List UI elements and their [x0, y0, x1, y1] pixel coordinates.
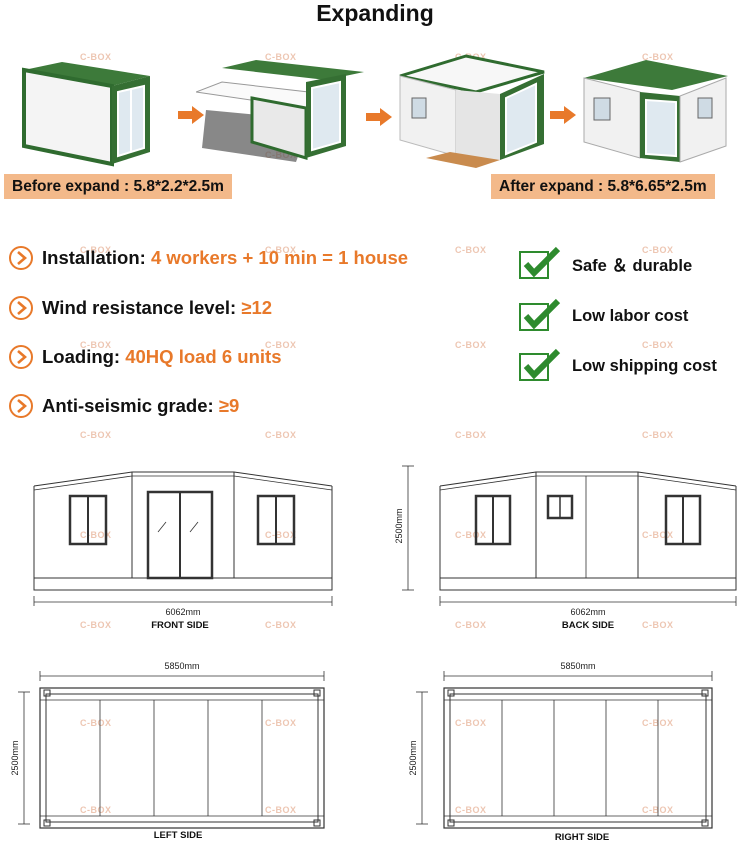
stage-opening-illustration [399, 54, 545, 168]
watermark-text: C-BOX [80, 718, 112, 728]
feature-value: ≥9 [218, 395, 240, 416]
checkmark-icon [519, 348, 561, 381]
chevron-right-icon [9, 246, 33, 270]
watermark-text: C-BOX [265, 245, 297, 255]
feature-loading: Loading: 40HQ load 6 units [8, 344, 282, 370]
benefit-label: Low labor cost [572, 306, 689, 325]
benefit-label: Safe ＆ durable [572, 257, 693, 275]
front-side-drawing: 6062mm FRONT SIDE [33, 471, 333, 631]
watermark-text: C-BOX [642, 718, 674, 728]
watermark-text: C-BOX [455, 245, 487, 255]
back-side-drawing: 2500mm 6062mm BACK SIDE [394, 465, 737, 631]
arrow-icon [178, 106, 204, 124]
stage-closed-illustration [22, 62, 150, 167]
chevron-right-icon [9, 394, 33, 418]
feature-installation: Installation: 4 workers + 10 min = 1 hou… [8, 245, 408, 271]
right-side-drawing: 5850mm 2500mm RIGHT SIDE [408, 661, 713, 843]
watermark-text: C-BOX [265, 530, 297, 540]
arrow-icon [366, 108, 392, 126]
right-width-dim: 5850mm [560, 661, 595, 671]
watermark-text: C-BOX [455, 340, 487, 350]
watermark-text: C-BOX [265, 718, 297, 728]
feature-label: Wind resistance level: [42, 297, 242, 318]
feature-value: ≥12 [241, 297, 273, 318]
watermark-text: C-BOX [642, 52, 674, 62]
watermark-text: C-BOX [642, 530, 674, 540]
feature-label: Installation: [42, 247, 151, 268]
watermark-text: C-BOX [455, 718, 487, 728]
watermark-text: C-BOX [455, 805, 487, 815]
page-title: Expanding [316, 0, 434, 26]
arrow-icon [550, 106, 576, 124]
watermark-text: C-BOX [80, 530, 112, 540]
feature-anti-seismic: Anti-seismic grade: ≥9 [8, 393, 239, 419]
watermark-text: C-BOX [642, 620, 674, 630]
watermark-text: C-BOX [80, 430, 112, 440]
watermark-text: C-BOX [80, 245, 112, 255]
front-caption: FRONT SIDE [151, 620, 209, 631]
feature-value: 4 workers + 10 min = 1 house [150, 247, 409, 268]
feature-wind-resistance: Wind resistance level: ≥12 [8, 295, 272, 321]
watermark-text: C-BOX [455, 430, 487, 440]
watermark-text: C-BOX [80, 52, 112, 62]
watermark-text: C-BOX [265, 52, 297, 62]
feature-label: Anti-seismic grade: [42, 395, 219, 416]
feature-label: Loading: [42, 346, 126, 367]
chevron-right-icon [9, 345, 33, 369]
front-width-dim: 6062mm [165, 607, 200, 617]
benefit-low-labor-cost: Low labor cost [518, 298, 688, 334]
right-height-dim: 2500mm [408, 740, 418, 775]
watermark-text: C-BOX [642, 805, 674, 815]
benefit-label: Low shipping cost [572, 356, 717, 375]
watermark-text: C-BOX [455, 620, 487, 630]
back-height-dim: 2500mm [394, 508, 404, 543]
watermark-text: C-BOX [642, 430, 674, 440]
stage-unfolding-illustration [196, 60, 364, 162]
watermark-text: C-BOX [455, 530, 487, 540]
feature-value: 40HQ load 6 units [125, 346, 282, 367]
checkmark-icon [519, 246, 561, 279]
watermark-text: C-BOX [642, 245, 674, 255]
back-width-dim: 6062mm [570, 607, 605, 617]
watermark-text: C-BOX [265, 620, 297, 630]
checkmark-icon [519, 298, 561, 331]
back-caption: BACK SIDE [562, 620, 614, 631]
before-expand-tag: Before expand : 5.8*2.2*2.5m [4, 174, 232, 199]
right-caption: RIGHT SIDE [555, 832, 609, 843]
watermark-text: C-BOX [80, 340, 112, 350]
chevron-right-icon [9, 296, 33, 320]
watermark-text: C-BOX [80, 805, 112, 815]
watermark-text: C-BOX [265, 805, 297, 815]
watermark-text: C-BOX [265, 340, 297, 350]
benefit-safe-durable: Safe ＆ durable [518, 246, 692, 282]
watermark-text: C-BOX [642, 340, 674, 350]
watermark-text: C-BOX [265, 430, 297, 440]
left-side-drawing: 5850mm 2500mm LEFT SIDE [10, 661, 325, 841]
benefit-low-shipping-cost: Low shipping cost [518, 348, 717, 384]
left-height-dim: 2500mm [10, 740, 20, 775]
stage-expanded-illustration [583, 60, 728, 163]
left-width-dim: 5850mm [164, 661, 199, 671]
after-expand-tag: After expand : 5.8*6.65*2.5m [491, 174, 715, 199]
watermark-text: C-BOX [80, 620, 112, 630]
left-caption: LEFT SIDE [154, 830, 203, 841]
